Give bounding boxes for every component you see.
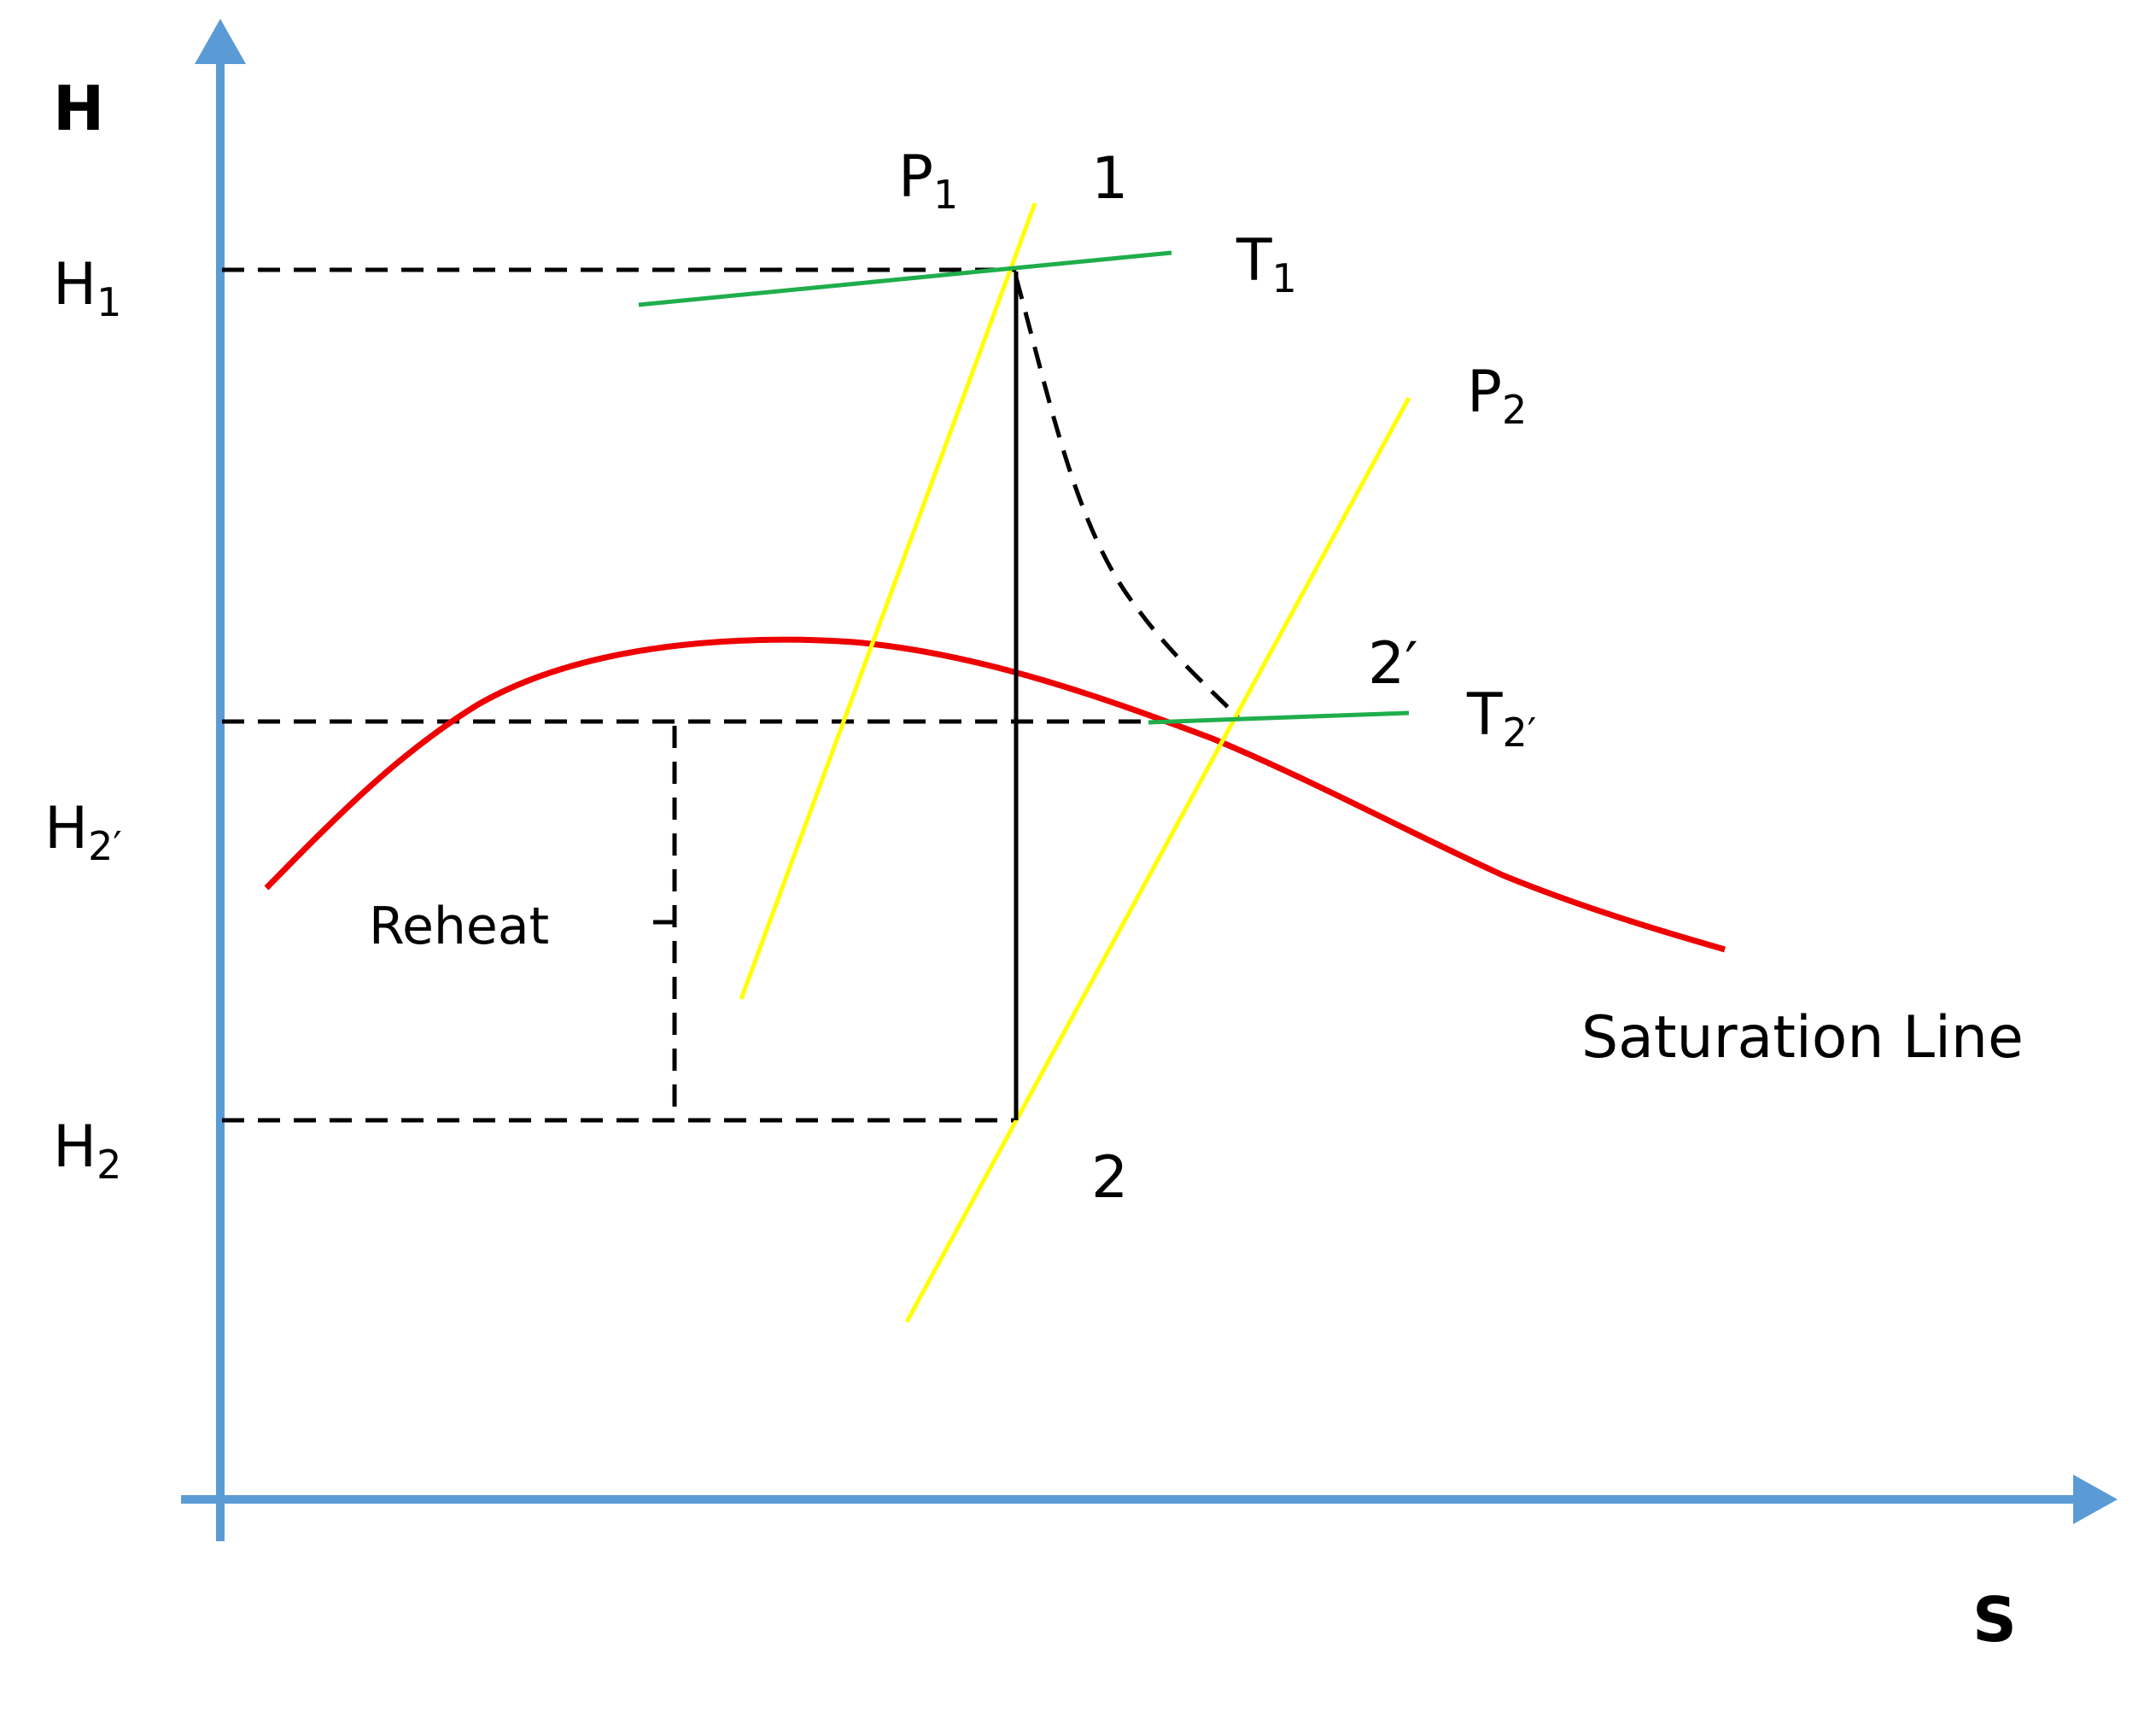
saturation-line-label: Saturation Line <box>1581 1004 2024 1072</box>
t2prime-label: T2′ <box>1466 681 1536 756</box>
state-2prime-label: 2′ <box>1368 630 1418 698</box>
isotherms <box>638 250 1410 725</box>
p1-label: P1 <box>898 143 958 218</box>
saturation-line <box>264 636 1727 953</box>
axes <box>181 19 2118 1541</box>
t1-label: T1 <box>1236 227 1297 301</box>
isotherm-t2prime <box>1148 710 1410 725</box>
x-axis-arrowhead <box>2073 1475 2118 1524</box>
h2prime-label: H2′ <box>44 795 122 869</box>
isobar-p1 <box>739 202 1037 1000</box>
state-1-label: 1 <box>1091 145 1128 213</box>
isotherm-t1 <box>638 250 1172 307</box>
h1-label: H1 <box>53 251 121 325</box>
actual-expansion-curve <box>1014 277 1240 719</box>
y-axis-label: H <box>53 73 104 144</box>
reheat-label: Reheat <box>369 897 549 956</box>
x-axis-label: S <box>1972 1584 2017 1656</box>
isobars <box>739 202 1411 1323</box>
p2-label: P2 <box>1467 359 1527 433</box>
y-axis-arrowhead <box>195 19 246 64</box>
isobar-p2 <box>904 396 1411 1323</box>
reference-lines <box>222 267 1148 1123</box>
state-2-label: 2 <box>1091 1144 1128 1212</box>
h2-label: H2 <box>53 1113 121 1188</box>
